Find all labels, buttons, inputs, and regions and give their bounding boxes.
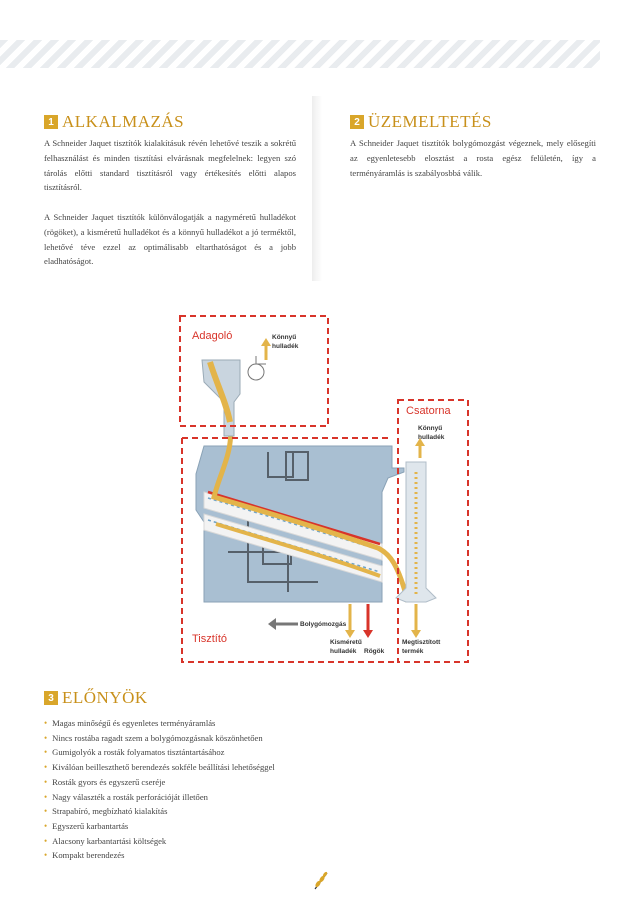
bullet-icon: • — [44, 762, 48, 773]
decorative-stripe-band — [0, 40, 600, 68]
feeder-grain — [207, 361, 233, 423]
list-item-text: Strapabíró, megbízható kialakítás — [52, 806, 168, 817]
channel-frame — [397, 399, 469, 663]
bullet-icon: • — [44, 718, 48, 728]
list-item-text: Rosták gyors és egyszerű cseréje — [52, 776, 166, 787]
bullet-icon: • — [44, 806, 48, 817]
list-item: • Magas minőségű és egyenletes terményára… — [44, 716, 275, 731]
label-light-waste-2-line2: hulladék — [418, 434, 445, 441]
cleaner-frame — [181, 437, 396, 663]
list-item-text: Egyszerű karbantartás — [52, 820, 129, 831]
section-title-elonyok: ELŐNYÖK — [62, 688, 148, 707]
list-item: • Gumigolyók a rosták folyamatos tisztánt… — [44, 745, 275, 760]
uzemeltetes-paragraph-1: A Schneider Jaquet tisztítók bolygómozgá… — [350, 138, 596, 178]
bullet-icon: • — [44, 732, 48, 743]
list-item: • Nagy választék a rosták perforációját i… — [44, 790, 275, 805]
label-clean-product-line2: termék — [402, 648, 424, 655]
list-item: • Kiválóan beilleszthető berendezés sokfé… — [44, 760, 275, 775]
label-bolygomozgas: Bolygómozgás — [300, 621, 347, 628]
label-small-waste-line1: Kisméretű — [330, 639, 362, 646]
list-item: • Egyszerű karbantartás — [44, 819, 275, 834]
bullet-icon: • — [44, 747, 48, 758]
label-tisztito: Tisztító — [192, 633, 227, 645]
section-alkalmazas-header: 1 ALKALMAZÁS — [44, 112, 184, 132]
grain-flow-lower — [215, 522, 381, 578]
list-item-text: Kompakt berendezés — [52, 850, 125, 861]
section-number-badge: 1 — [44, 115, 58, 129]
alkalmazas-paragraph-2: A Schneider Jaquet tisztítók különváloga… — [44, 212, 296, 267]
label-clean-product-line1: Megtisztított — [402, 639, 441, 646]
clods-outlet-arrowhead — [363, 630, 373, 638]
feeder-fan-icon — [247, 363, 265, 381]
list-item: • Alacsony karbantartási költségek — [44, 834, 275, 849]
list-item-text: Gumigolyók a rosták folyamatos tisztánta… — [52, 747, 225, 758]
list-item-text: Nagy választék a rosták perforációját il… — [52, 791, 208, 802]
planetary-motion-arrowhead — [268, 618, 276, 630]
list-item: • Kompakt berendezés — [44, 848, 275, 863]
label-light-waste-1-line1: Könnyű — [272, 334, 296, 341]
light-waste-arrowhead-2 — [415, 438, 425, 446]
coarse-waste-flow — [207, 490, 381, 546]
label-csatorna: Csatorna — [406, 405, 452, 417]
feeder-fan-vane — [255, 356, 266, 365]
list-item-text: Kiválóan beilleszthető berendezés sokfél… — [52, 762, 275, 773]
list-item: • Strapabíró, megbízható kialakítás — [44, 804, 275, 819]
section-title-uzemeltetes: ÜZEMELTETÉS — [368, 112, 492, 131]
light-waste-arrowhead-1 — [261, 338, 271, 346]
list-item: • Rosták gyors és egyszerű cseréje — [44, 775, 275, 790]
list-item: • Nincs rostába ragadt szem a bolygómozgá… — [44, 731, 275, 746]
label-adagolo: Adagoló — [192, 330, 232, 342]
advantages-list: • Magas minőségű és egyenletes terményára… — [44, 716, 275, 863]
list-item-text: Alacsony karbantartási költségek — [52, 835, 167, 846]
list-item-text: Nincs rostába ragadt szem a bolygómozgás… — [52, 732, 263, 743]
bullet-icon: • — [44, 835, 48, 846]
grain-flow-path — [211, 421, 411, 603]
section-number-badge: 3 — [44, 691, 58, 705]
bullet-icon: • — [44, 791, 48, 802]
section-elonyok-header: 3 ELŐNYÖK — [44, 688, 148, 708]
bullet-icon: • — [44, 776, 48, 787]
label-rogok: Rögök — [364, 648, 385, 655]
label-light-waste-2-line1: Könnyű — [418, 425, 442, 432]
clean-product-outlet-arrowhead — [411, 630, 421, 638]
feeder-frame — [179, 315, 329, 427]
label-light-waste-1-line2: hulladék — [272, 343, 299, 350]
bullet-icon: • — [44, 820, 48, 831]
small-waste-outlet-arrowhead — [345, 630, 355, 638]
section-number-badge: 2 — [350, 115, 364, 129]
label-small-waste-line2: hulladék — [330, 648, 357, 655]
section-uzemeltetes-header: 2 ÜZEMELTETÉS — [350, 112, 492, 132]
grain-logo-icon — [314, 871, 328, 890]
cleaner-process-diagram: Adagoló Könnyű hulladék Csatorna Könnyű … — [179, 315, 469, 663]
alkalmazas-paragraph-1: A Schneider Jaquet tisztítók kialakításu… — [44, 138, 296, 193]
bullet-icon: • — [44, 850, 48, 861]
section-title-alkalmazas: ALKALMAZÁS — [62, 112, 185, 131]
list-item-text: Magas minőségű és egyenletes terményáram… — [52, 718, 216, 728]
column-divider — [312, 96, 322, 281]
